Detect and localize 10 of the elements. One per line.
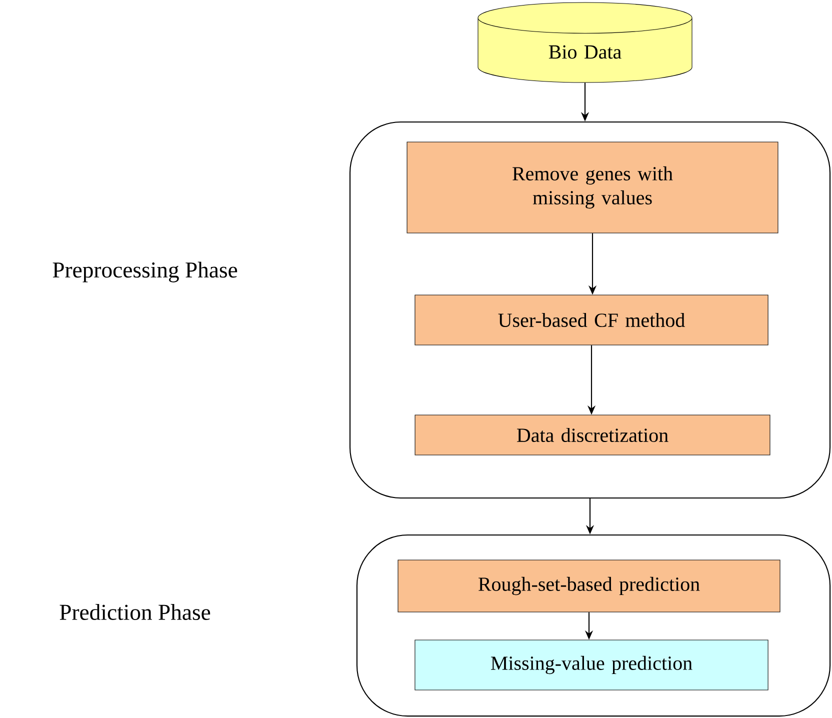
process-box: User-based CF method [414, 294, 768, 346]
process-box: Missing-value prediction [414, 640, 768, 690]
process-box: Remove genes with missing values [406, 142, 778, 234]
phase-label: Prediction Phase [60, 604, 210, 620]
phase-label: Preprocessing Phase [52, 262, 238, 282]
process-box: Data discretization [414, 414, 770, 456]
phase-panel [349, 121, 831, 499]
process-box: Rough-set-based prediction [398, 560, 780, 612]
phase-panel [356, 534, 831, 717]
database-cylinder: Bio Data [478, 2, 692, 83]
